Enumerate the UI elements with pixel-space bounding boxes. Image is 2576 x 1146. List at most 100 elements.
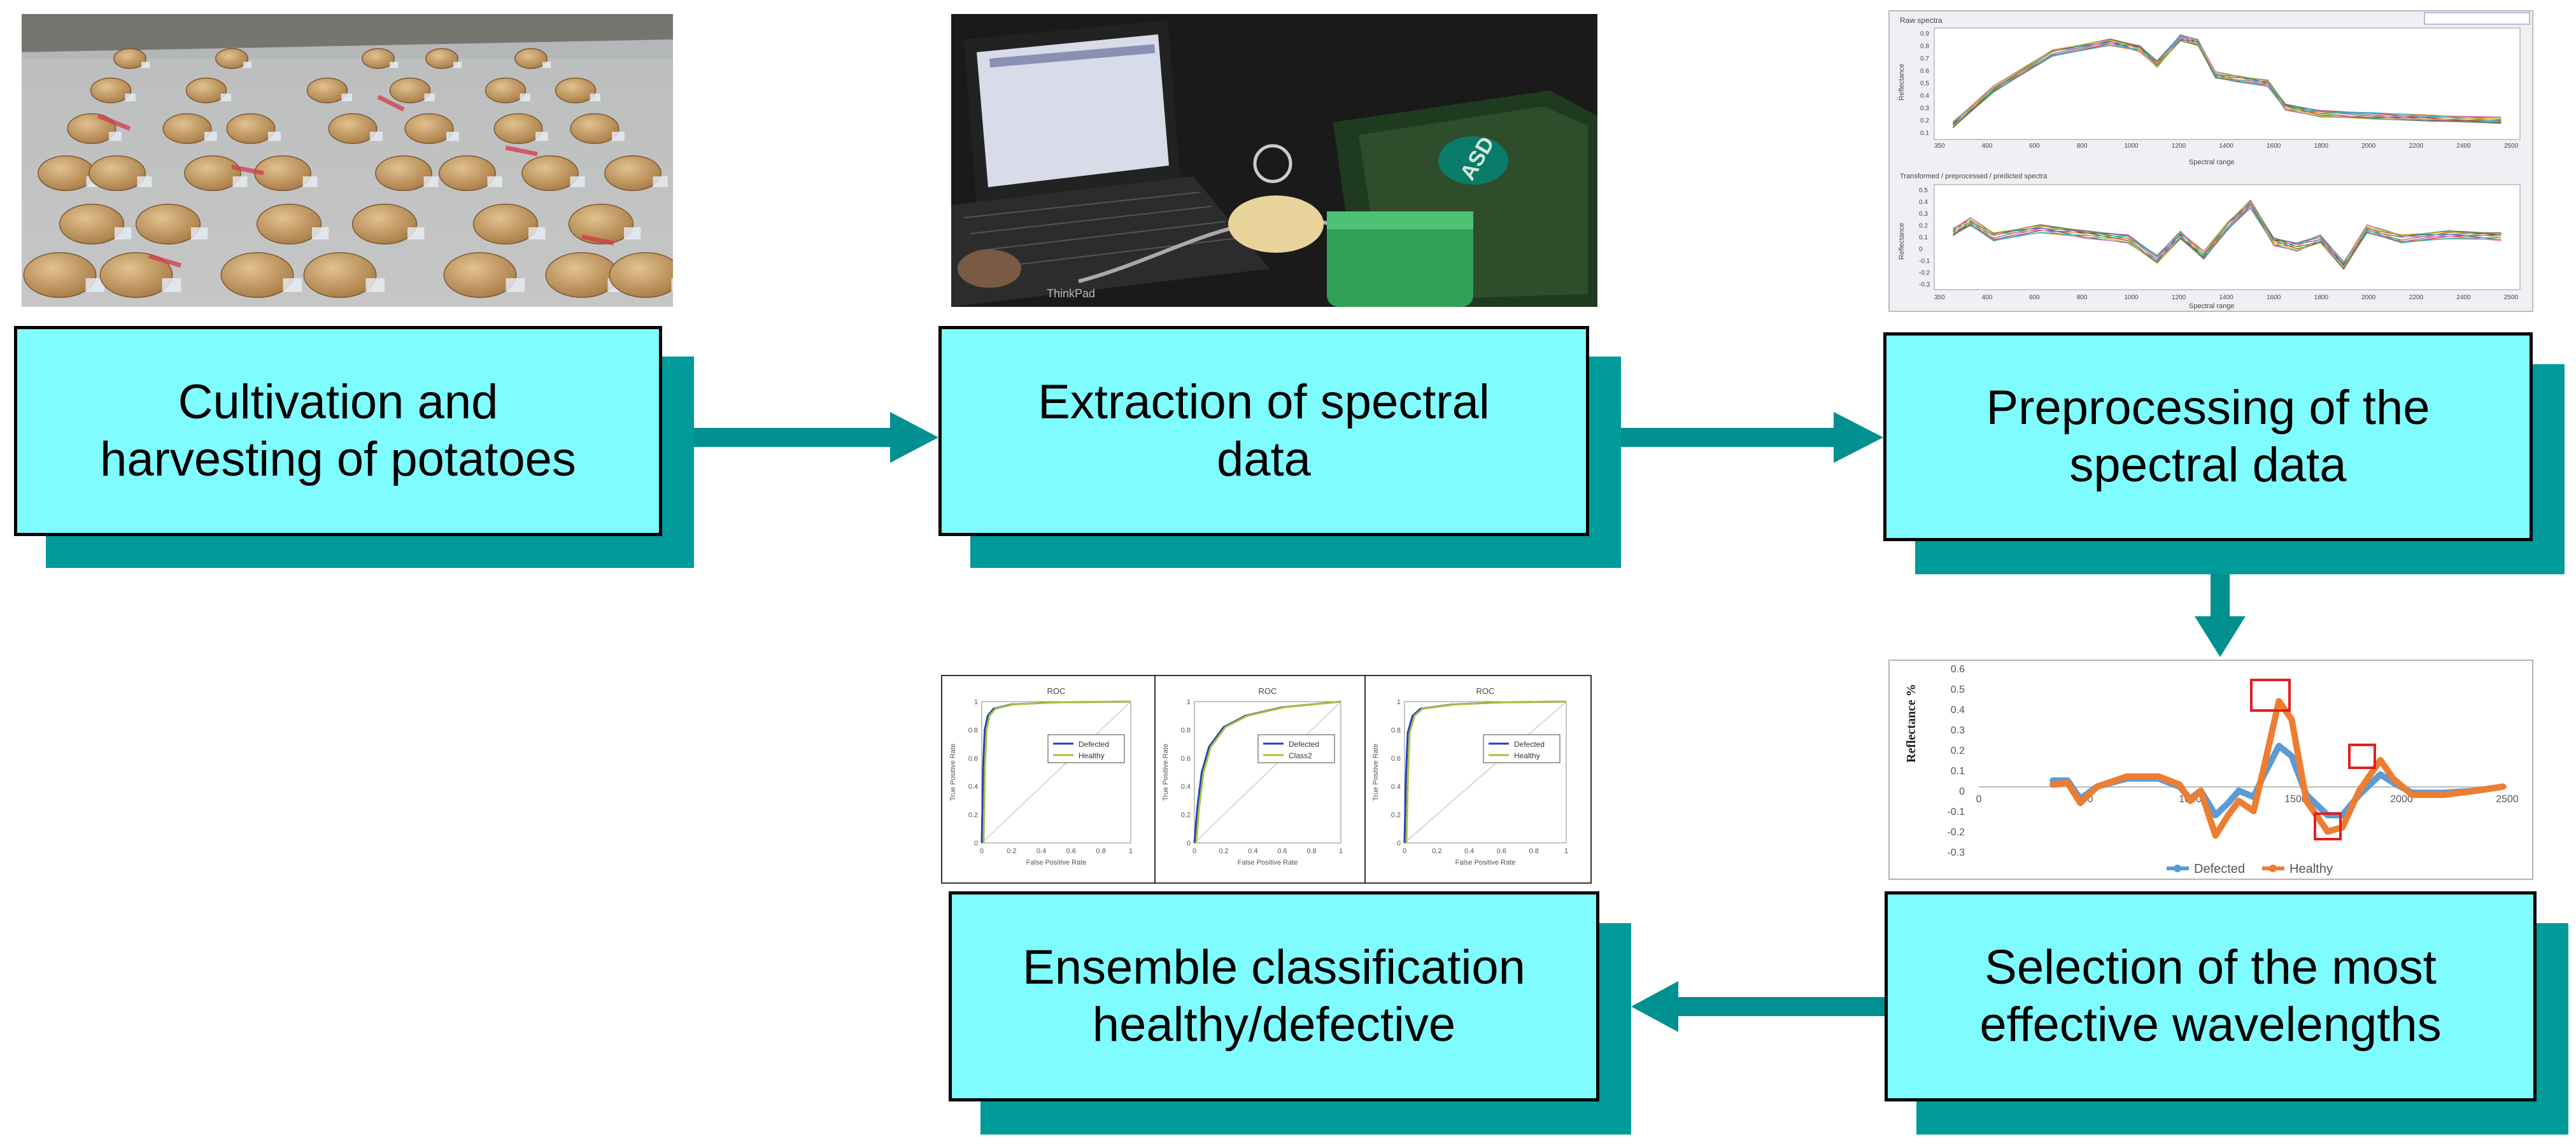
potato (570, 113, 619, 145)
potato (351, 204, 418, 244)
potato (306, 77, 348, 104)
axis-tick-label: 1000 (2124, 143, 2139, 150)
roc-ytick-label: 0.4 (1391, 783, 1401, 791)
axis-tick-label: 2000 (2361, 294, 2376, 301)
roc-xtick-label: 1 (1339, 847, 1343, 855)
axis-tick-label: 2200 (2409, 143, 2424, 150)
wavelength-ytick-label: 0.3 (1951, 725, 1965, 736)
roc-ytick-label: 1 (1187, 698, 1191, 706)
raw-spectra-xlabel: Spectral range (2189, 159, 2235, 166)
potato (443, 252, 517, 298)
legend-healthy-label: Healthy (2289, 862, 2333, 876)
axis-tick-label: 1200 (2172, 143, 2186, 150)
roc-xtick-label: 1 (1564, 847, 1568, 855)
roc-ytick-label: 0.2 (968, 812, 978, 819)
potato (389, 77, 431, 104)
axis-tick-label: 0.1 (1919, 234, 1928, 241)
roc-ytick-label: 0.6 (1391, 755, 1401, 763)
roc-ytick-label: 0 (1187, 840, 1191, 847)
axis-tick-label: 1600 (2267, 294, 2281, 301)
wavelength-ytick-label: -0.1 (1947, 807, 1965, 817)
potato (38, 155, 95, 192)
wavelength-ytick-label: 0.4 (1951, 705, 1965, 716)
potato (604, 155, 662, 192)
step-preprocessing-label: Preprocessing of the spectral data (1986, 381, 2430, 492)
roc-legend-label: Defected (1514, 740, 1545, 749)
potato (215, 48, 248, 69)
roc-xtick-label: 0.4 (1037, 847, 1046, 855)
roc-xlabel: False Positive Rate (1026, 859, 1087, 867)
roc-xtick-label: 0.2 (1219, 847, 1228, 855)
roc-curve (982, 700, 1131, 844)
wavelength-xtick-label: 0 (1976, 794, 1982, 805)
axis-tick-label: 1400 (2219, 143, 2234, 150)
roc-title: ROC (1259, 686, 1277, 696)
roc-xtick-label: 1 (1129, 847, 1133, 855)
axis-tick-label: 0.9 (1920, 31, 1929, 38)
axis-tick-label: 0.4 (1920, 93, 1929, 100)
axis-tick-label: 1400 (2219, 294, 2234, 301)
roc-xtick-label: 0.4 (1248, 847, 1257, 855)
roc-ytick-label: 0.8 (968, 726, 978, 734)
potato (328, 113, 378, 145)
potato (88, 155, 146, 192)
potato (303, 252, 377, 298)
roc-ytick-label: 0.6 (1181, 755, 1191, 763)
axis-tick-label: 2500 (2504, 143, 2519, 150)
axis-tick-label: 0.5 (1919, 187, 1928, 194)
axis-tick-label: 0.6 (1920, 68, 1929, 75)
wavelength-chart-ylabel: Reflectance % (1904, 684, 1918, 763)
potato (99, 252, 173, 298)
potato-harvest-photo (22, 14, 673, 307)
potato (472, 204, 539, 244)
wavelength-xtick-label: 2500 (2496, 794, 2519, 805)
preprocessed-spectra-title: Transformed / preprocessed / predicted s… (1900, 173, 2048, 180)
spectrum-line (1953, 201, 2502, 270)
roc-xtick-label: 0.8 (1529, 847, 1539, 855)
legend-defected-label: Defected (2194, 862, 2245, 876)
wavelength-ytick-label: 0.2 (1951, 746, 1965, 756)
arrow-selection-to-classification (1631, 981, 1885, 1032)
roc-xtick-label: 0 (1192, 847, 1196, 855)
roc-ylabel: True Positive Rate (949, 744, 957, 801)
spectrum-line (1953, 207, 2502, 264)
axis-tick-label: 2500 (2504, 294, 2519, 301)
laptop-brand-text: ThinkPad (1047, 287, 1095, 300)
step-preprocessing-box: Preprocessing of the spectral data (1883, 332, 2533, 541)
axis-tick-label: 1600 (2267, 143, 2281, 150)
roc-legend-label: Healthy (1079, 751, 1105, 760)
axis-tick-label: 0.8 (1920, 43, 1929, 50)
roc-legend (1047, 734, 1125, 763)
potato (220, 252, 294, 298)
arrow-preprocessing-to-selection (2195, 574, 2246, 657)
potato (135, 204, 201, 244)
axis-tick-label: -0.3 (1919, 281, 1930, 288)
axis-tick-label: 0.7 (1920, 55, 1929, 62)
step-extraction-label: Extraction of spectral data (1038, 375, 1490, 486)
axis-tick-label: 350 (1934, 294, 1945, 301)
roc-xtick-label: 0.8 (1306, 847, 1316, 855)
axis-tick-label: 400 (1982, 294, 1993, 301)
step-classification-box: Ensemble classification healthy/defectiv… (949, 891, 1599, 1101)
healthy-series-line (2049, 698, 2507, 839)
potato (113, 48, 146, 69)
spectrometer-photo: ThinkPad ASD (951, 14, 1597, 307)
potato (404, 113, 454, 145)
axis-tick-label: 0.3 (1920, 105, 1929, 112)
roc-xtick-label: 0 (980, 847, 984, 855)
roc-xtick-label: 0.6 (1066, 847, 1076, 855)
wavelength-ytick-label: 0.5 (1951, 684, 1965, 695)
step-extraction-box: Extraction of spectral data (938, 326, 1589, 536)
axis-tick-label: 350 (1934, 143, 1945, 150)
roc-xlabel: False Positive Rate (1238, 859, 1298, 867)
roc-title: ROC (1476, 686, 1495, 696)
potato (23, 252, 97, 298)
axis-tick-label: 800 (2077, 294, 2088, 301)
potato (162, 113, 212, 145)
potato (226, 113, 276, 145)
roc-xtick-label: 0 (1403, 847, 1406, 855)
spectrum-line (1953, 38, 2502, 128)
wavelength-ytick-label: 0.6 (1951, 664, 1965, 675)
roc-curve (1195, 700, 1341, 844)
